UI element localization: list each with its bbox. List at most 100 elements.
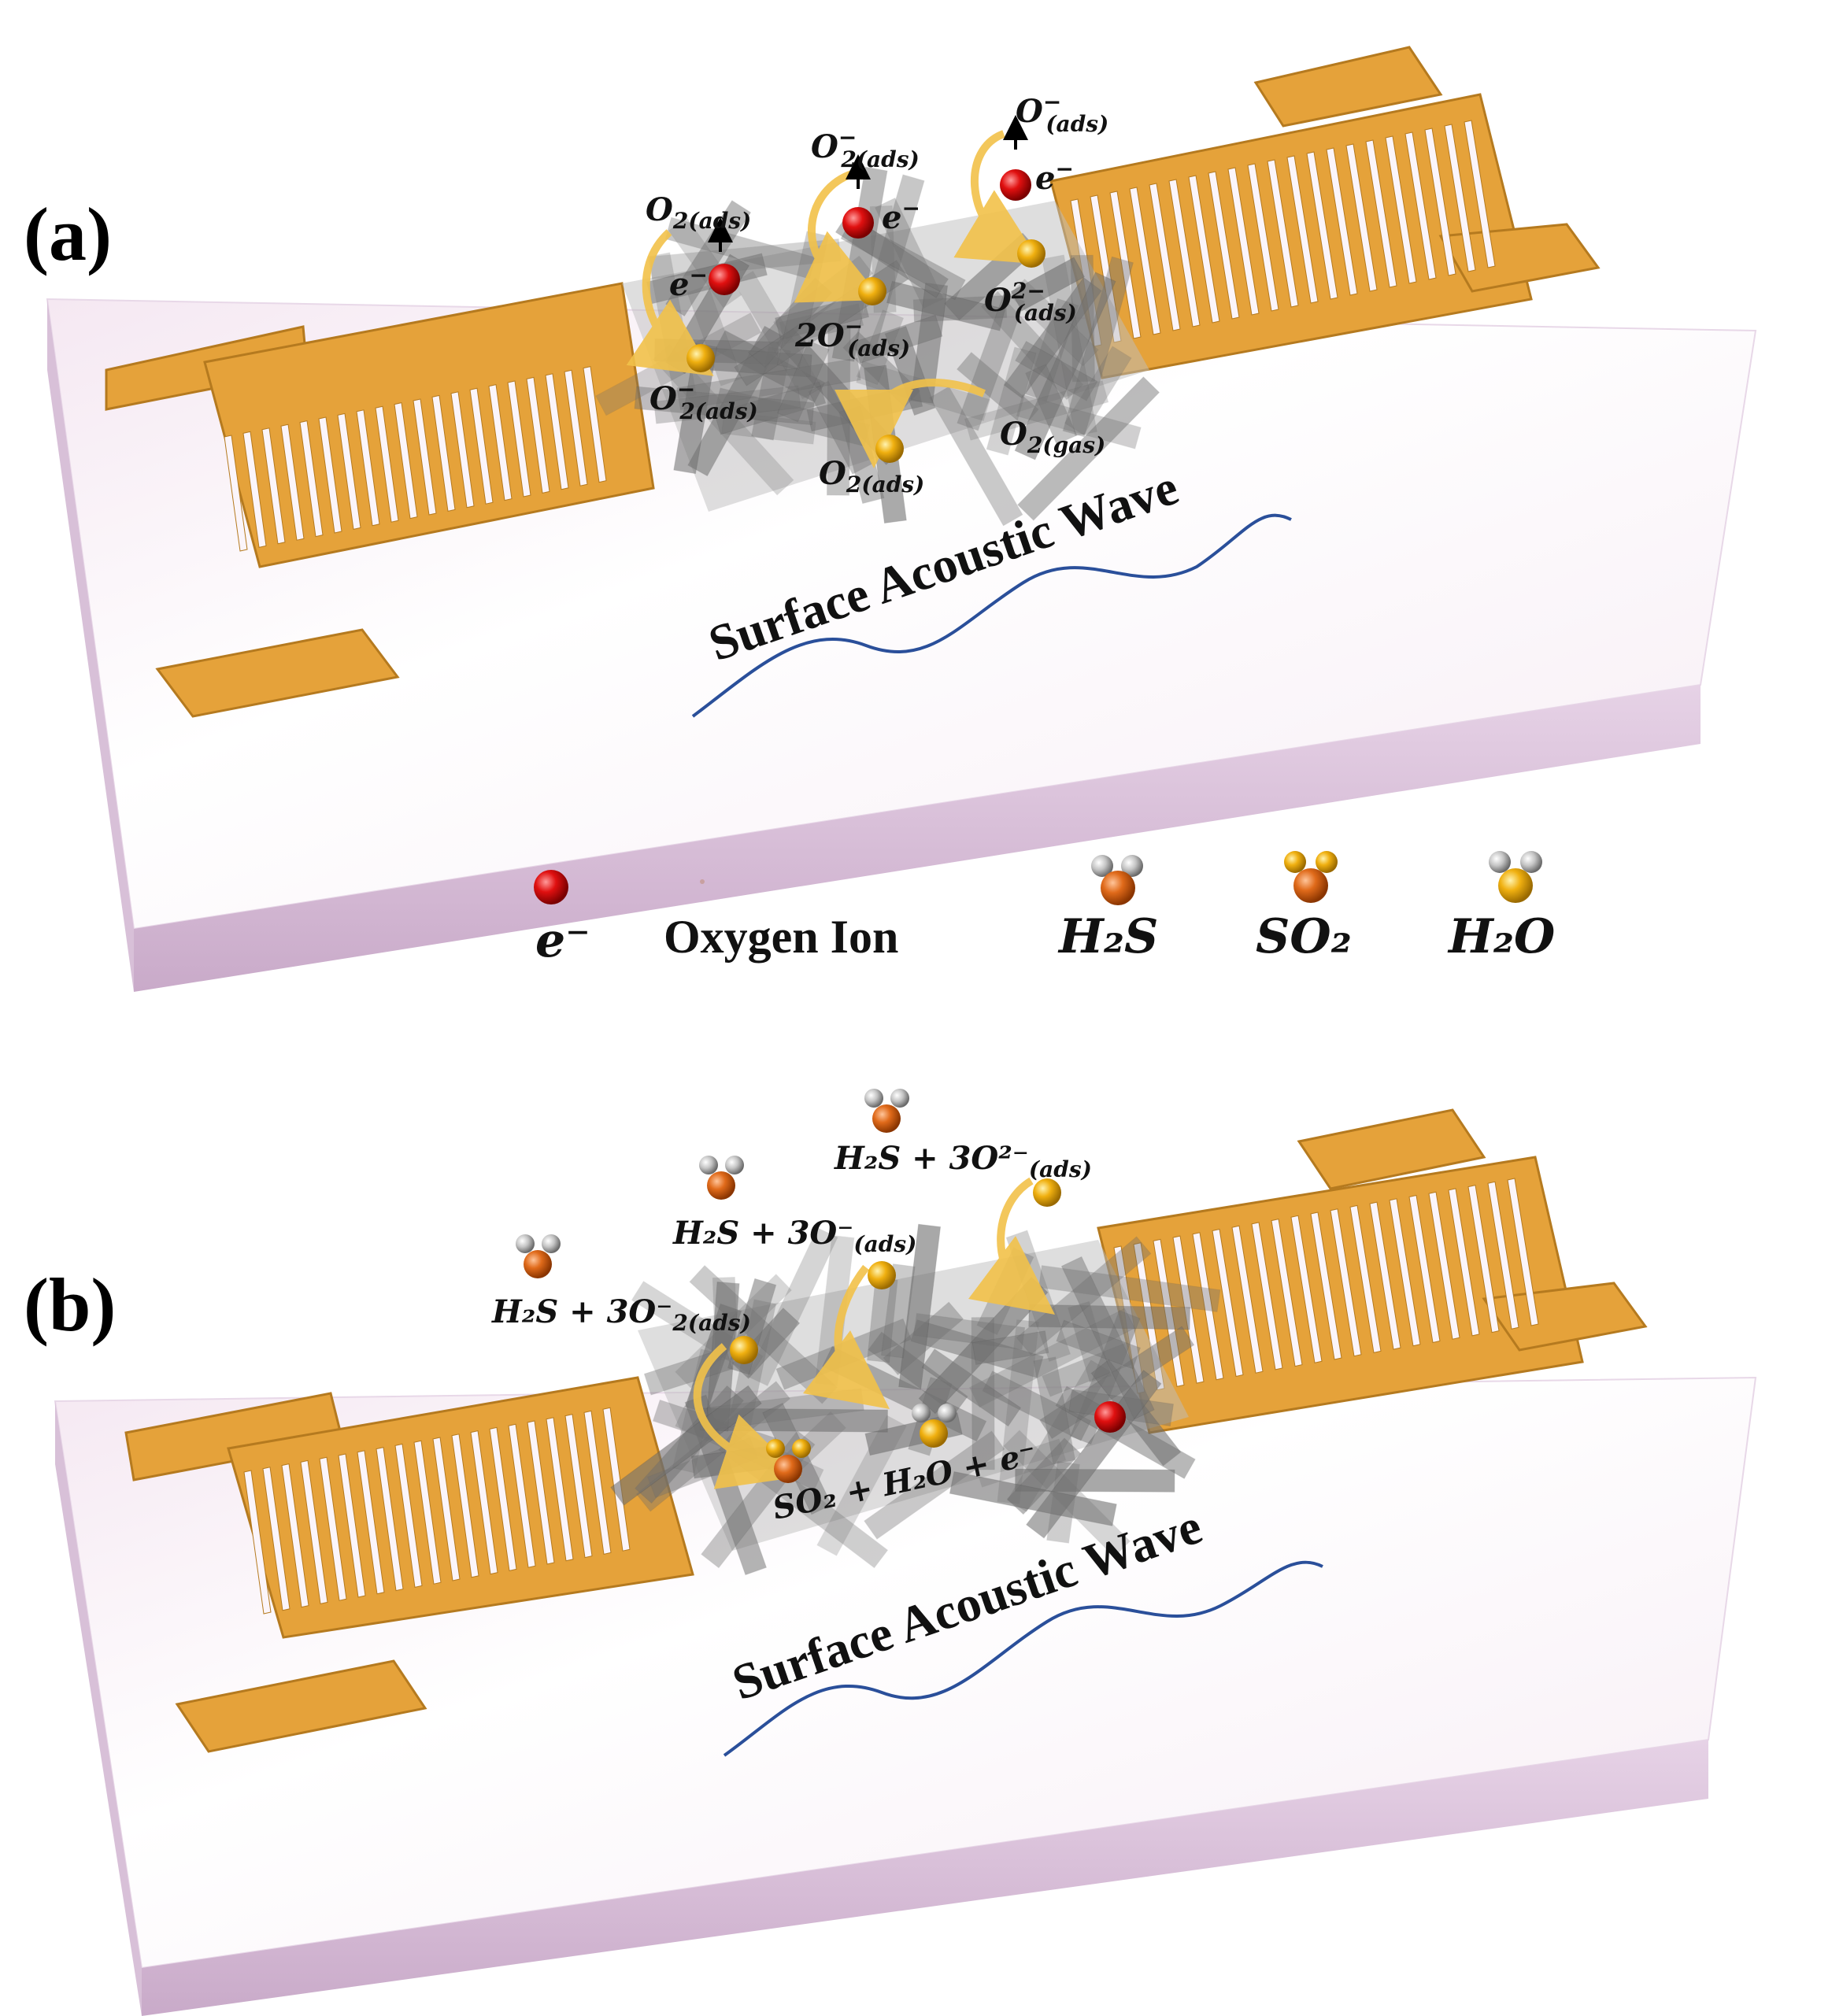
idt-finger-gap <box>357 1450 385 1595</box>
nanowire <box>864 1430 1005 1540</box>
h2s-molecule-icon <box>516 1234 561 1278</box>
so2-molecule-icon <box>766 1439 811 1483</box>
idt-finger-gap <box>1408 1194 1441 1344</box>
nanowire <box>1016 394 1142 449</box>
nanowire <box>1010 257 1086 312</box>
idt-finger-gap <box>356 409 380 527</box>
electron-icon <box>1094 1401 1126 1433</box>
svg-text:H₂S: H₂S <box>1057 909 1158 964</box>
idt-finger-gap <box>1464 120 1496 268</box>
oxygen-ion-icon <box>1033 1178 1061 1207</box>
idt-finger-gap <box>337 412 361 531</box>
idt-finger-gap <box>281 1463 309 1608</box>
svg-text:O2(gas): O2(gas) <box>1000 416 1105 458</box>
nanowire <box>880 1263 916 1359</box>
nanowire <box>653 385 801 424</box>
left-idt-a <box>105 282 655 718</box>
idt-finger-gap <box>338 1453 366 1598</box>
nanowire <box>713 381 827 435</box>
legend-item-electron: e⁻ <box>534 870 590 968</box>
idt-finger-gap <box>242 431 267 549</box>
reaction-arrows-b <box>693 1177 1055 1489</box>
particles-b <box>516 1089 1126 1483</box>
oxygen-ion-icon <box>875 435 904 463</box>
svg-text:e−: e− <box>882 195 920 236</box>
idt-finger-gap <box>1231 1225 1264 1374</box>
idt-finger-gap <box>1247 163 1279 312</box>
svg-text:O−(ads): O−(ads) <box>1016 89 1108 137</box>
svg-text:H₂S + 3O²⁻(ads): H₂S + 3O²⁻(ads) <box>834 1140 1092 1182</box>
nanowire <box>986 346 1037 456</box>
nanowire <box>1025 364 1078 445</box>
nanowire <box>779 303 864 345</box>
svg-text:SO₂: SO₂ <box>1256 909 1352 964</box>
svg-text:H₂S + 3O⁻(ads): H₂S + 3O⁻(ads) <box>672 1215 916 1257</box>
idt-finger-gap <box>1467 1184 1500 1334</box>
electron-icon <box>534 870 568 904</box>
panel-a: Surface Acoustic Wave (a) O <box>24 46 1757 992</box>
idt-finger-gap <box>1330 1208 1362 1357</box>
idt-finger-gap <box>527 1420 555 1565</box>
nanowire <box>949 1471 1117 1526</box>
oxygen-ion-icon <box>730 1336 758 1364</box>
left-idt-b <box>124 1376 694 1753</box>
idt-finger-gap <box>469 387 494 505</box>
electron-icon <box>1000 169 1031 201</box>
idt-finger-gap <box>319 1456 347 1601</box>
nanowire <box>1028 1304 1191 1330</box>
idt-finger-gap <box>1212 1228 1244 1378</box>
idt-finger-gap <box>432 1437 461 1581</box>
nanowire <box>776 340 830 423</box>
svg-text:e−: e− <box>1035 156 1074 197</box>
idt-finger-gap <box>602 1407 631 1552</box>
idt-finger-gap <box>1306 151 1338 300</box>
idt-finger-gap <box>262 1467 291 1611</box>
idt-finger-gap <box>1369 1201 1401 1350</box>
svg-text:O−2(ads): O−2(ads) <box>811 124 920 172</box>
nanowire <box>1042 254 1097 437</box>
reaction-labels-a: O2(ads) e− O−2(ads) e− 2O−(ads) O−(ads) … <box>646 89 1108 498</box>
idt-finger-gap <box>583 365 607 483</box>
idt-finger-gap <box>545 373 569 490</box>
idt-finger-gap <box>280 424 305 541</box>
nanowire <box>884 325 936 416</box>
idt-finger-gap <box>1168 179 1201 327</box>
nanowire <box>775 294 870 340</box>
electron-icon <box>709 264 740 295</box>
idt-finger-gap <box>1349 1204 1382 1354</box>
idt-finger-gap <box>1149 183 1181 331</box>
idt-finger-gap <box>526 376 550 494</box>
oxygen-ion-icon <box>700 879 705 884</box>
nanowire <box>1060 1256 1155 1420</box>
nanowire <box>1033 1356 1076 1465</box>
idt-finger-gap <box>564 1413 593 1559</box>
right-idt-a <box>1049 46 1601 379</box>
svg-text:H₂S + 3O⁻2(ads): H₂S + 3O⁻2(ads) <box>491 1293 751 1336</box>
h2s-molecule-icon <box>864 1089 909 1133</box>
legend-item-h2o: H₂O <box>1447 851 1555 964</box>
idt-finger-gap <box>507 380 531 498</box>
nanowire <box>971 1330 1049 1365</box>
idt-finger-gap <box>1345 143 1378 292</box>
nanowire <box>921 1348 1022 1427</box>
svg-text:H₂O: H₂O <box>1447 909 1555 964</box>
svg-text:2O−(ads): 2O−(ads) <box>794 313 910 361</box>
idt-finger-gap <box>489 1426 517 1572</box>
idt-finger-gap <box>1251 1222 1283 1371</box>
svg-text:O−2(ads): O−2(ads) <box>649 376 758 424</box>
legend: e⁻ Oxygen Ion H₂S SO₂ H₂O <box>534 851 1555 968</box>
electron-icon <box>842 207 874 239</box>
nanowire <box>1062 256 1134 438</box>
nanowire <box>1042 1342 1134 1397</box>
idt-finger-gap <box>1267 159 1299 308</box>
legend-item-h2s: H₂S <box>1057 855 1158 964</box>
legend-item-so2: SO₂ <box>1256 851 1352 964</box>
idt-finger-gap <box>413 398 437 516</box>
panel-label-b: (b) <box>24 1263 116 1347</box>
idt-finger-gap <box>1188 175 1220 324</box>
h2o-molecule-icon <box>1489 851 1511 873</box>
h2o-molecule-icon <box>912 1404 957 1448</box>
idt-finger-gap <box>1227 167 1260 316</box>
nanowire <box>1017 376 1160 521</box>
idt-finger-gap <box>299 420 324 538</box>
